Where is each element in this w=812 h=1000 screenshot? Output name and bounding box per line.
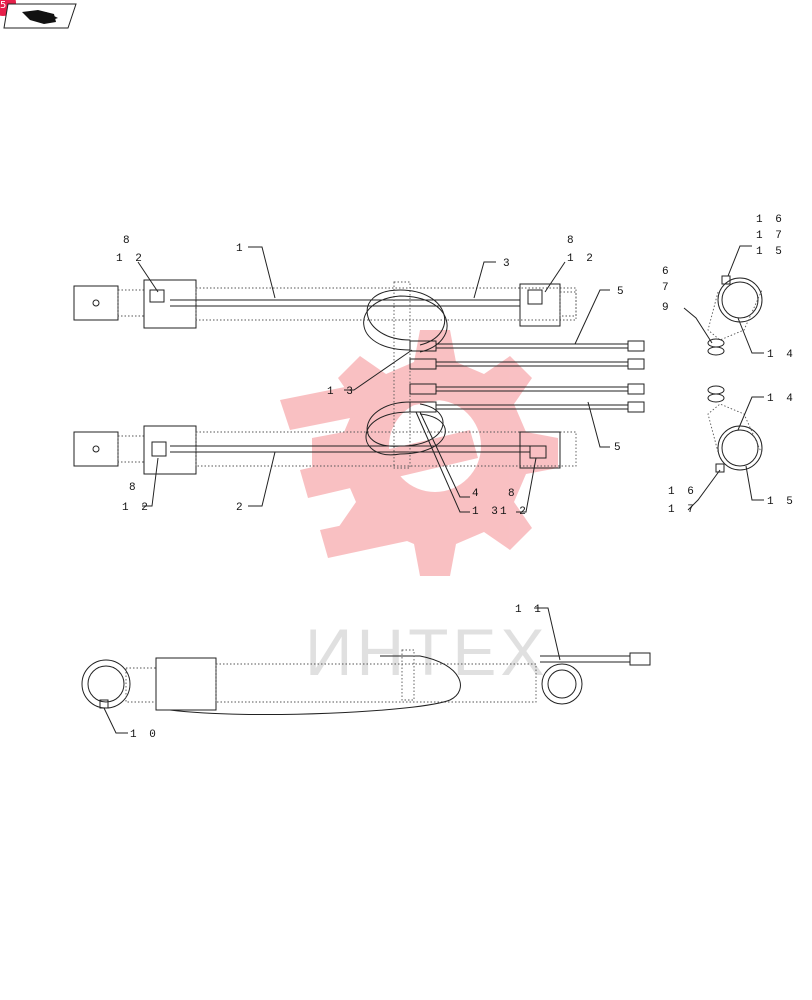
- cylinder-side-view: [81, 649, 651, 716]
- label-10: 1 0: [130, 729, 159, 741]
- label-2: 2: [236, 502, 246, 514]
- label-11: 1 1: [515, 604, 544, 616]
- label-12-bottom-right: 1 2: [500, 506, 529, 518]
- svg-text:5: 5: [0, 0, 6, 11]
- label-8-bottom-right: 8: [508, 488, 518, 500]
- label-12-top-left: 1 2: [116, 253, 145, 265]
- hose-bundle-lower: [409, 383, 645, 413]
- label-16-upper: 1 6: [756, 214, 785, 226]
- label-12-top-right: 1 2: [567, 253, 596, 265]
- label-4: 4: [472, 488, 482, 500]
- label-13-upper: 1 3: [327, 386, 356, 398]
- label-13-lower: 1 3: [472, 506, 501, 518]
- label-6: 6: [662, 266, 672, 278]
- callout-labels: 1 2 3 4 5 5 6 7 9 8 1 2 8 1 2 8 1 2 8 1 …: [116, 214, 796, 741]
- nav-back-button[interactable]: 5: [0, 0, 77, 29]
- watermark-text: ИНТЕХ: [305, 615, 548, 689]
- label-14-lower: 1 4: [767, 393, 796, 405]
- cylinder-lower: [73, 425, 577, 475]
- label-1: 1: [236, 243, 246, 255]
- watermark-logo: [280, 330, 558, 576]
- label-16-lower: 1 6: [668, 486, 697, 498]
- label-12-bottom-left: 1 2: [122, 502, 151, 514]
- label-14-upper: 1 4: [767, 349, 796, 361]
- label-15-upper: 1 5: [756, 246, 785, 258]
- hose-loops: [363, 289, 448, 456]
- side-view-lower: [707, 385, 763, 473]
- leader-lines: [103, 245, 764, 734]
- label-15-lower: 1 5: [767, 496, 796, 508]
- label-17-upper: 1 7: [756, 230, 785, 242]
- cylinder-upper: [73, 279, 577, 329]
- label-8-bottom-left: 8: [129, 482, 139, 494]
- label-17-lower: 1 7: [668, 504, 697, 516]
- hose-bundle-upper: [409, 340, 645, 370]
- label-5-lower: 5: [614, 442, 624, 454]
- label-8-top-left: 8: [123, 235, 133, 247]
- return-arrow-icon: [22, 10, 58, 24]
- label-5-upper: 5: [617, 286, 627, 298]
- center-clamp: [393, 281, 411, 469]
- label-8-top-right: 8: [567, 235, 577, 247]
- label-7: 7: [662, 282, 672, 294]
- label-3: 3: [503, 258, 513, 270]
- label-9: 9: [662, 302, 672, 314]
- side-view-upper: [707, 275, 763, 356]
